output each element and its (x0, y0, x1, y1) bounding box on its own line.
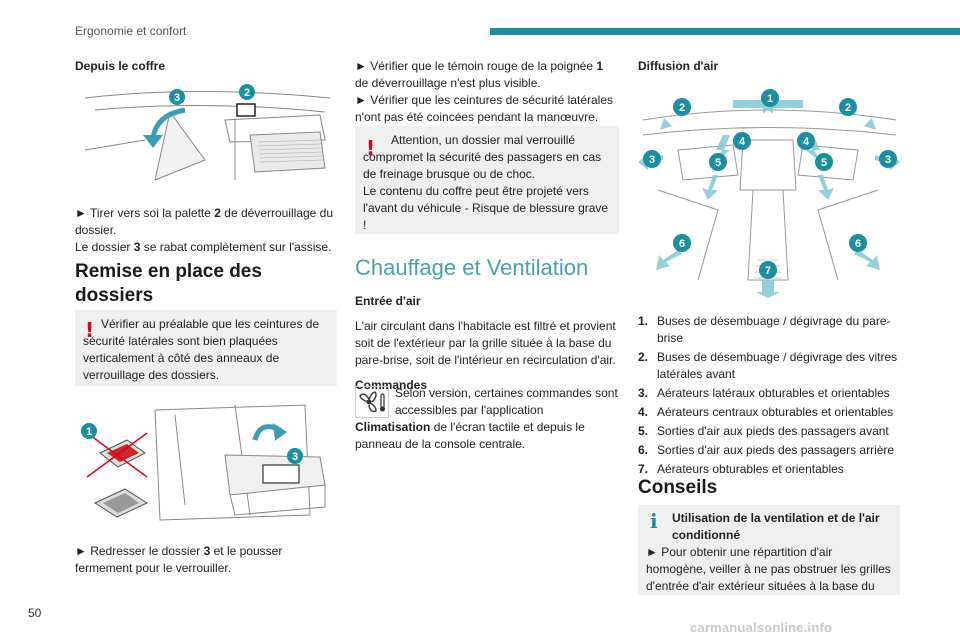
info-text: ► Pour obtenir une répartition d'air hom… (646, 545, 891, 593)
fan-app-icon (355, 386, 389, 418)
figure-trunk-release: 3 2 (84, 84, 331, 181)
grey-indicator-icon (93, 488, 149, 518)
list-item: 6.Sorties d'air aux pieds des passagers … (638, 443, 895, 457)
air-outlet-list-block: 1.Buses de désembuage / dégivrage du par… (638, 313, 900, 480)
release-lever-icon (236, 103, 256, 117)
column-1: Depuis le coffre (75, 58, 337, 83)
svg-text:4: 4 (803, 136, 810, 148)
warning-icon: ! (85, 318, 95, 342)
svg-text:2: 2 (679, 102, 685, 114)
page-number: 50 (28, 606, 42, 620)
callout-2 (239, 84, 255, 100)
warning-text: Vérifier au préalable que les ceintures … (83, 317, 320, 382)
list-item: 5.Sorties d'air aux pieds des passagers … (638, 424, 889, 438)
heading-remise-en-place: Remise en place des dossiers (75, 261, 262, 306)
warning-box-dossier: ! Attention, un dossier mal verrouillé c… (355, 126, 619, 234)
info-box-ventilation: i Utilisation de la ventilation et de l'… (638, 505, 900, 595)
instruction-tirer: ► Tirer vers soi la palette 2 de déverro… (75, 206, 334, 237)
figure-air-distribution: 1 2 2 3 3 4 4 5 5 6 6 7 (638, 89, 900, 298)
red-indicator-icon (86, 432, 148, 478)
col1-text-block: ► Tirer vers soi la palette 2 de déverro… (75, 205, 337, 264)
instruction-redresser: ► Redresser le dossier 3 et le pousser f… (75, 544, 283, 575)
svg-text:3: 3 (885, 154, 891, 166)
list-item: 1.Buses de désembuage / dégivrage du par… (638, 314, 891, 345)
heading-entree-air: Entrée d'air (355, 294, 421, 308)
svg-text:1: 1 (86, 426, 92, 438)
warning-text-1: Attention, un dossier mal verrouillé com… (363, 133, 602, 181)
heading-depuis-coffre: Depuis le coffre (75, 59, 166, 73)
info-title: Utilisation de la ventilation et de l'ai… (672, 511, 880, 542)
info-icon: i (650, 509, 658, 533)
figure-callouts: 1 2 2 3 3 4 4 5 5 6 6 7 (643, 89, 897, 279)
para-commandes: Selon version, certaines commandes sont … (355, 386, 618, 451)
svg-text:7: 7 (765, 265, 771, 277)
column-2: ► Vérifier que le témoin rouge de la poi… (355, 58, 619, 134)
svg-text:3: 3 (174, 92, 180, 104)
heading-diffusion-air: Diffusion d'air (638, 59, 719, 73)
warning-box-ceintures: ! Vérifier au préalable que les ceinture… (75, 310, 337, 386)
svg-text:1: 1 (767, 93, 773, 105)
heading-conseils: Conseils (638, 477, 718, 498)
watermark: carmanualsonline.info (690, 620, 833, 635)
callout-1 (81, 423, 97, 439)
running-header: Ergonomie et confort (75, 24, 187, 38)
svg-text:6: 6 (679, 238, 685, 250)
col2-entree-air: Entrée d'air L'air circulant dans l'habi… (355, 293, 619, 402)
svg-text:5: 5 (715, 157, 721, 169)
svg-text:3: 3 (649, 154, 655, 166)
section-title-chauffage: Chauffage et Ventilation (355, 255, 589, 280)
svg-text:5: 5 (821, 157, 827, 169)
figure-seat-lock: 1 3 (81, 404, 326, 521)
heading-commandes: Commandes (355, 378, 428, 392)
svg-text:3: 3 (292, 451, 298, 463)
list-item: 3.Aérateurs latéraux obturables et orien… (638, 386, 890, 400)
list-item: 7.Aérateurs obturables et orientables (638, 462, 844, 476)
callout-3 (169, 89, 185, 105)
list-item: 4.Aérateurs centraux obturables et orien… (638, 405, 894, 419)
svg-text:2: 2 (244, 87, 250, 99)
para-entree-air: L'air circulant dans l'habitacle est fil… (355, 319, 616, 367)
callout-3b (287, 448, 303, 464)
instruction-ceintures: ► Vérifier que les ceintures de sécurité… (355, 93, 613, 124)
instruction-dossier-rabat: Le dossier 3 se rabat complètement sur l… (75, 240, 332, 254)
svg-text:6: 6 (855, 238, 861, 250)
column-3: Diffusion d'air (638, 58, 900, 83)
air-outlet-list: 1.Buses de désembuage / dégivrage du par… (638, 313, 900, 478)
svg-text:2: 2 (845, 102, 851, 114)
instruction-temoin: ► Vérifier que le témoin rouge de la poi… (355, 59, 604, 90)
warning-text-2: Le contenu du coffre peut être projeté v… (363, 184, 609, 232)
svg-text:4: 4 (739, 136, 746, 148)
header-accent-bar (490, 28, 960, 35)
warning-icon-2: ! (366, 136, 376, 160)
list-item: 2.Buses de désembuage / dégivrage des vi… (638, 350, 898, 381)
